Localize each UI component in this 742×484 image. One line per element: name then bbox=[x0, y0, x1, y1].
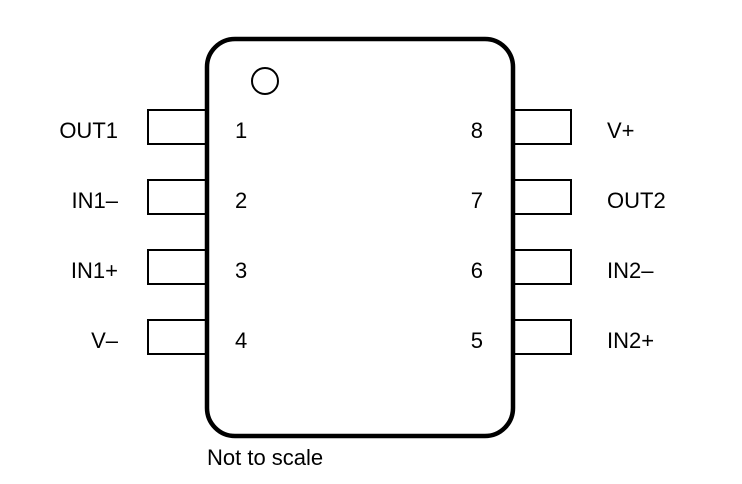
pin-4-label: V– bbox=[91, 328, 119, 353]
pin-8-number: 8 bbox=[471, 118, 483, 143]
pin1-marker-icon bbox=[251, 67, 279, 95]
pin-7-lead bbox=[513, 179, 572, 215]
pin-6-number: 6 bbox=[471, 258, 483, 283]
pin-3-label: IN1+ bbox=[71, 258, 118, 283]
pin-8-lead bbox=[513, 109, 572, 145]
pin-5-lead bbox=[513, 319, 572, 355]
pin-3-number: 3 bbox=[235, 258, 247, 283]
scale-caption: Not to scale bbox=[207, 445, 323, 470]
pin-7-number: 7 bbox=[471, 188, 483, 213]
pin-7-label: OUT2 bbox=[607, 188, 666, 213]
pin-2-label: IN1– bbox=[72, 188, 119, 213]
pin-5-number: 5 bbox=[471, 328, 483, 353]
left-pin-leads bbox=[147, 109, 207, 355]
pin-4-number: 4 bbox=[235, 328, 247, 353]
pin-3-lead bbox=[147, 249, 207, 285]
pin-1-lead bbox=[147, 109, 207, 145]
pin-6-label: IN2– bbox=[607, 258, 654, 283]
pin-5-label: IN2+ bbox=[607, 328, 654, 353]
pin-1-label: OUT1 bbox=[59, 118, 118, 143]
right-pin-leads bbox=[513, 109, 572, 355]
ic-package-body bbox=[204, 36, 516, 439]
pin-4-lead bbox=[147, 319, 207, 355]
pin-1-number: 1 bbox=[235, 118, 247, 143]
pin-2-lead bbox=[147, 179, 207, 215]
pin-6-lead bbox=[513, 249, 572, 285]
pin-2-number: 2 bbox=[235, 188, 247, 213]
pin-8-label: V+ bbox=[607, 118, 635, 143]
